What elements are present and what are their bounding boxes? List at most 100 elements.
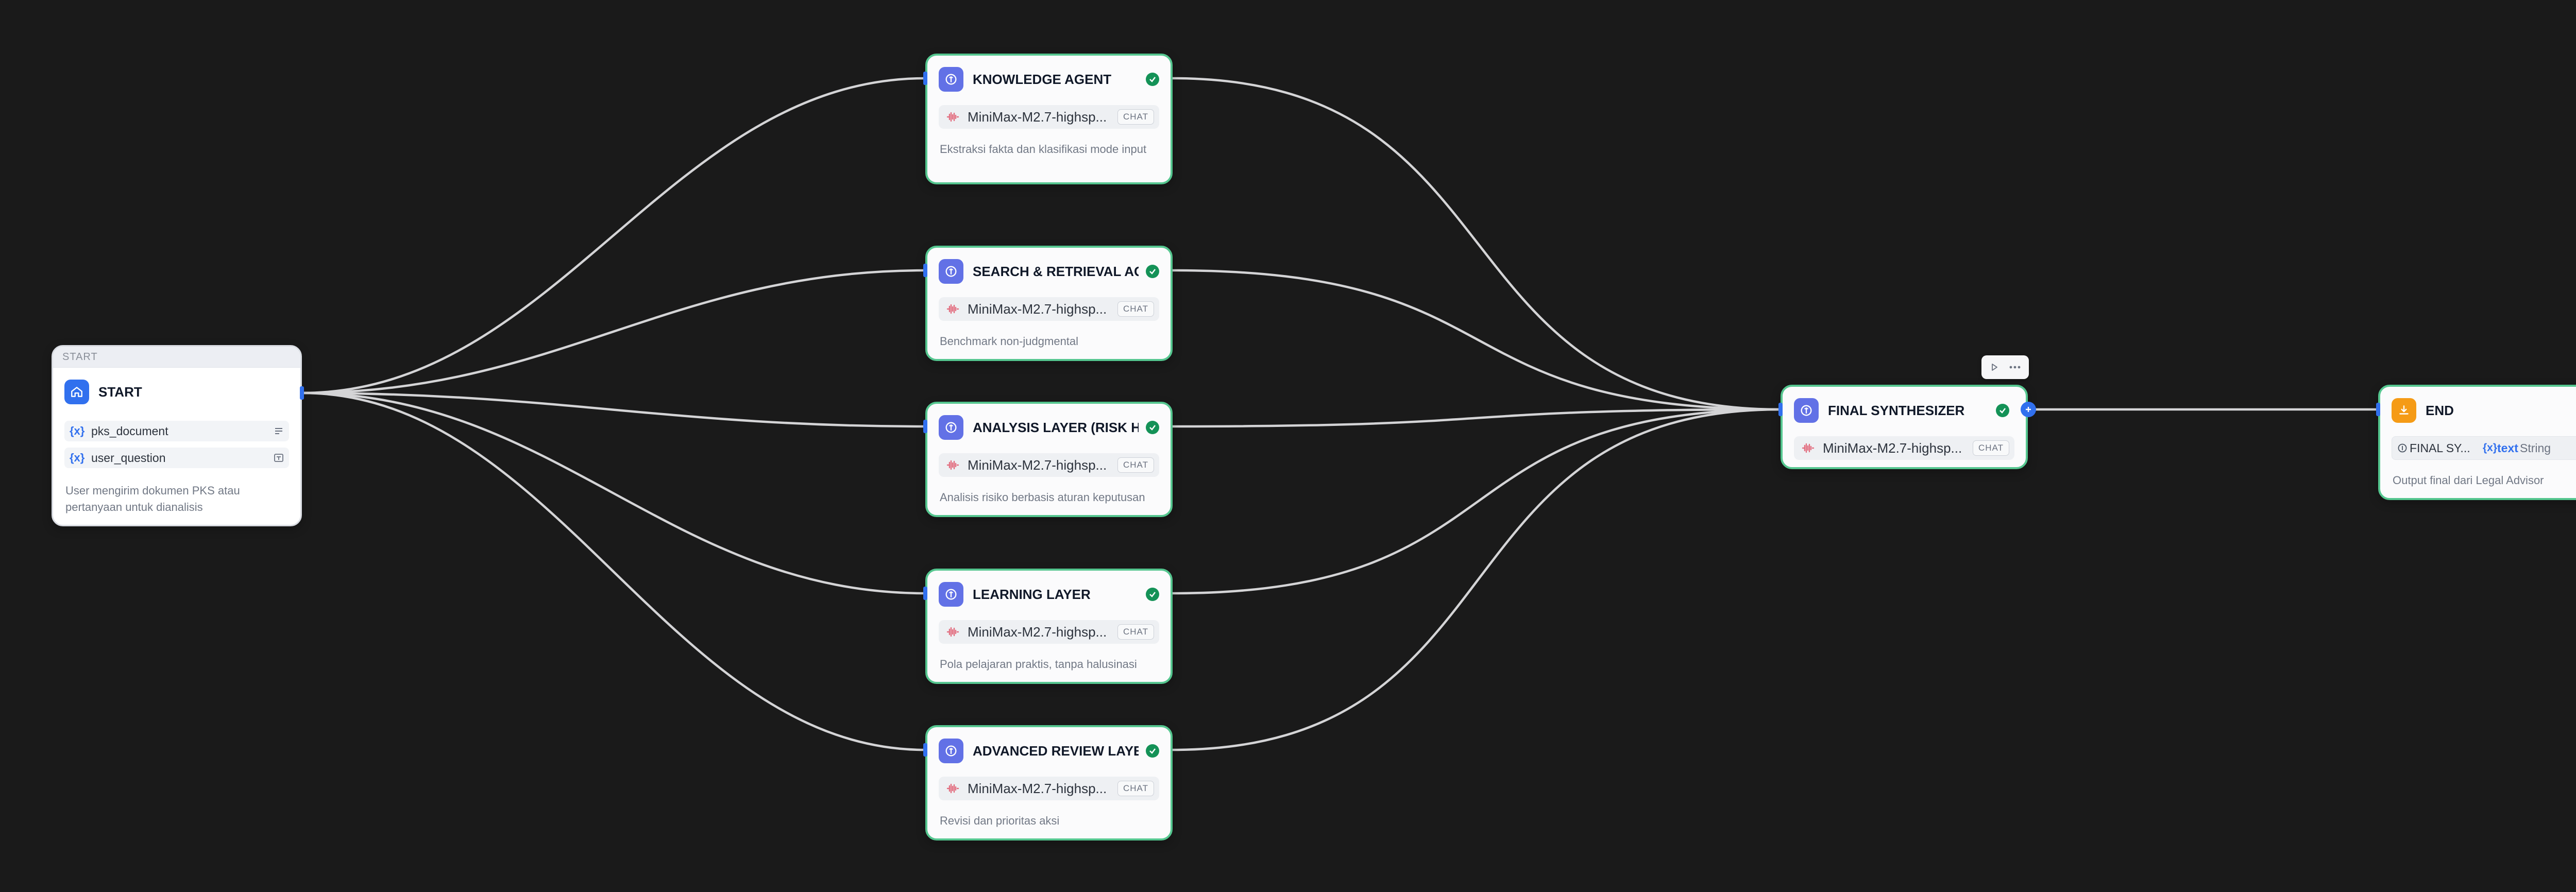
knowledge-input-handle[interactable] bbox=[923, 72, 927, 85]
variable-icon: {x} bbox=[2483, 442, 2498, 454]
start-variable-pks-document[interactable]: {x} pks_document bbox=[64, 421, 289, 441]
variable-source-node: FINAL SY... bbox=[2410, 441, 2470, 455]
chat-badge: CHAT bbox=[1117, 781, 1154, 796]
llm-node-final-synthesizer[interactable]: FINAL SYNTHESIZER MiniMax-M2.7-highsp...… bbox=[1781, 385, 2028, 469]
llm-node-advanced-review[interactable]: ADVANCED REVIEW LAYER MiniMax-M2.7-highs… bbox=[925, 725, 1173, 840]
llm-brain-icon bbox=[939, 739, 963, 763]
chat-badge: CHAT bbox=[1117, 301, 1154, 317]
minimax-logo-icon bbox=[946, 302, 959, 316]
start-tag: START bbox=[53, 347, 300, 368]
start-node[interactable]: START START {x} pks_document {x} user_qu… bbox=[52, 345, 302, 526]
analysis-input-handle[interactable] bbox=[923, 420, 927, 433]
node-title: LEARNING LAYER bbox=[973, 587, 1091, 602]
minimax-logo-icon bbox=[946, 458, 959, 472]
llm-brain-icon bbox=[1794, 398, 1819, 423]
more-horizontal-icon[interactable] bbox=[2007, 359, 2023, 375]
node-description: Analisis risiko berbasis aturan keputusa… bbox=[940, 491, 1145, 504]
check-circle-icon bbox=[1146, 421, 1159, 434]
chat-badge: CHAT bbox=[1972, 440, 2009, 456]
advanced-input-handle[interactable] bbox=[923, 743, 927, 757]
model-selector[interactable]: MiniMax-M2.7-highsp... CHAT bbox=[939, 777, 1159, 800]
llm-brain-icon bbox=[939, 67, 963, 92]
start-header: START bbox=[64, 380, 289, 405]
variable-name: user_question bbox=[91, 451, 166, 465]
edge-learning-final bbox=[1172, 408, 1781, 595]
check-circle-icon bbox=[1146, 265, 1159, 278]
minimax-logo-icon bbox=[946, 110, 959, 124]
minimax-logo-icon bbox=[946, 625, 959, 639]
start-output-handle[interactable] bbox=[300, 386, 304, 400]
text-input-icon bbox=[274, 453, 284, 463]
learning-input-handle[interactable] bbox=[923, 587, 927, 600]
edge-start-knowledge bbox=[301, 77, 926, 394]
node-title: ANALYSIS LAYER (RISK HIGH bbox=[973, 420, 1139, 435]
minimax-logo-icon bbox=[946, 782, 959, 795]
end-input-handle[interactable] bbox=[2376, 403, 2380, 416]
variable-type: String bbox=[2520, 441, 2551, 455]
llm-node-search-retrieval[interactable]: SEARCH & RETRIEVAL AGEN MiniMax-M2.7-hig… bbox=[925, 246, 1173, 361]
node-toolbar bbox=[1981, 355, 2029, 379]
start-title: START bbox=[98, 384, 142, 400]
node-description: Ekstraksi fakta dan klasifikasi mode inp… bbox=[940, 143, 1147, 156]
model-name: MiniMax-M2.7-highsp... bbox=[1823, 440, 1962, 456]
variable-icon: {x} bbox=[70, 451, 85, 464]
search-input-handle[interactable] bbox=[923, 264, 927, 277]
model-selector[interactable]: MiniMax-M2.7-highsp... CHAT bbox=[1794, 436, 2014, 460]
flag-icon bbox=[2392, 398, 2416, 423]
node-title: SEARCH & RETRIEVAL AGEN bbox=[973, 264, 1139, 279]
node-description: Pola pelajaran praktis, tanpa halusinasi bbox=[940, 658, 1137, 671]
llm-brain-icon bbox=[939, 415, 963, 440]
model-selector[interactable]: MiniMax-M2.7-highsp... CHAT bbox=[939, 453, 1159, 477]
node-description: Benchmark non-judgmental bbox=[940, 335, 1079, 348]
check-circle-icon bbox=[1996, 404, 2009, 417]
edge-knowledge-final bbox=[1172, 77, 1781, 411]
model-name: MiniMax-M2.7-highsp... bbox=[968, 457, 1107, 473]
edge-start-analysis bbox=[301, 391, 926, 428]
end-output-variable[interactable]: FINAL SY... {x} text String bbox=[2392, 436, 2576, 460]
llm-brain-icon bbox=[939, 582, 963, 607]
variable-icon: {x} bbox=[70, 424, 85, 437]
paragraph-icon bbox=[274, 426, 284, 436]
llm-node-knowledge-agent[interactable]: KNOWLEDGE AGENT MiniMax-M2.7-highsp... C… bbox=[925, 54, 1173, 184]
node-header: ADVANCED REVIEW LAYER bbox=[939, 739, 1159, 764]
chat-badge: CHAT bbox=[1117, 624, 1154, 640]
node-title: ADVANCED REVIEW LAYER bbox=[973, 743, 1139, 759]
node-description: Revisi dan prioritas aksi bbox=[940, 814, 1060, 827]
model-name: MiniMax-M2.7-highsp... bbox=[968, 781, 1107, 796]
node-header: ANALYSIS LAYER (RISK HIGH bbox=[939, 415, 1159, 441]
llm-node-learning-layer[interactable]: LEARNING LAYER MiniMax-M2.7-highsp... CH… bbox=[925, 569, 1173, 684]
end-node[interactable]: END FINAL SY... {x} text String Output f… bbox=[2378, 385, 2576, 500]
play-icon[interactable] bbox=[1987, 359, 2002, 375]
node-description: Output final dari Legal Advisor bbox=[2393, 474, 2544, 487]
llm-brain-icon bbox=[2397, 443, 2408, 453]
model-selector[interactable]: MiniMax-M2.7-highsp... CHAT bbox=[939, 620, 1159, 644]
add-next-node-handle[interactable] bbox=[2021, 402, 2036, 417]
variable-name: pks_document bbox=[91, 424, 168, 438]
chat-badge: CHAT bbox=[1117, 457, 1154, 473]
edge-start-search bbox=[301, 269, 926, 394]
model-name: MiniMax-M2.7-highsp... bbox=[968, 301, 1107, 317]
home-icon bbox=[64, 380, 89, 404]
start-variable-user-question[interactable]: {x} user_question bbox=[64, 448, 289, 468]
model-selector[interactable]: MiniMax-M2.7-highsp... CHAT bbox=[939, 105, 1159, 129]
llm-brain-icon bbox=[939, 259, 963, 284]
node-header: END bbox=[2392, 398, 2576, 424]
edge-advanced-final bbox=[1172, 408, 1781, 751]
variable-name: text bbox=[2497, 441, 2518, 455]
model-name: MiniMax-M2.7-highsp... bbox=[968, 109, 1107, 125]
check-circle-icon bbox=[1146, 744, 1159, 758]
edge-start-learning bbox=[301, 391, 926, 595]
model-selector[interactable]: MiniMax-M2.7-highsp... CHAT bbox=[939, 297, 1159, 321]
node-title: END bbox=[2426, 403, 2454, 418]
node-title: KNOWLEDGE AGENT bbox=[973, 72, 1112, 87]
edge-start-advanced bbox=[301, 391, 926, 751]
final-input-handle[interactable] bbox=[1778, 403, 1783, 416]
check-circle-icon bbox=[1146, 73, 1159, 86]
node-title: FINAL SYNTHESIZER bbox=[1828, 403, 1965, 418]
node-header: SEARCH & RETRIEVAL AGEN bbox=[939, 259, 1159, 285]
llm-node-analysis-layer[interactable]: ANALYSIS LAYER (RISK HIGH MiniMax-M2.7-h… bbox=[925, 402, 1173, 517]
start-description: User mengirim dokumen PKS atau pertanyaa… bbox=[65, 484, 240, 513]
model-name: MiniMax-M2.7-highsp... bbox=[968, 624, 1107, 640]
